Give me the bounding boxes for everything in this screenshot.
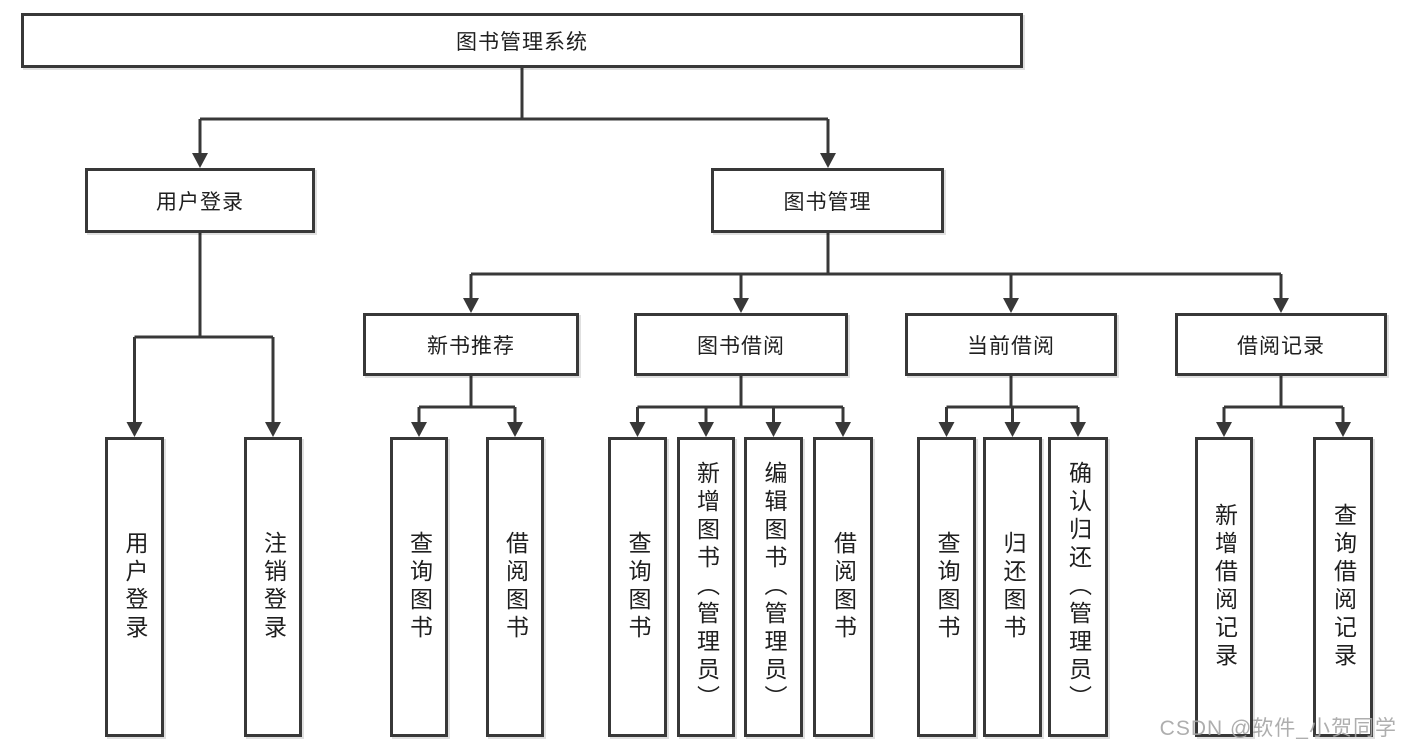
connector-borrow-to-leaves	[629, 376, 851, 437]
arrowhead-icon	[265, 422, 281, 437]
leaf-borrow-add-books-admin: 新增图书（管理员）	[677, 437, 735, 737]
leaf-current-return-books: 归还图书	[983, 437, 1042, 737]
arrowhead-icon	[835, 422, 851, 437]
arrowhead-icon	[765, 422, 782, 437]
arrowhead-icon	[698, 422, 714, 437]
arrowhead-icon	[1070, 422, 1086, 437]
leaf-newrec-query-books: 查询图书	[390, 437, 448, 737]
leaf-borrow-query-books: 查询图书	[608, 437, 667, 737]
leaf-borrow-edit-books-admin: 编辑图书（管理员）	[744, 437, 803, 737]
node-title: 图书管理系统	[21, 13, 1023, 68]
leaf-logout-login: 注销登录	[244, 437, 302, 737]
node-new-book-recommend: 新书推荐	[363, 313, 579, 376]
arrowhead-icon	[1004, 422, 1021, 437]
connector-root-to-level2	[192, 68, 836, 168]
arrowhead-icon	[411, 422, 427, 437]
arrowhead-icon	[192, 153, 208, 168]
connector-userlogin-to-leaves	[126, 233, 281, 437]
arrowhead-icon	[126, 422, 143, 437]
leaf-user-login: 用户登录	[105, 437, 164, 737]
csdn-watermark: CSDN @软件_小贺同学	[1159, 717, 1397, 740]
leaf-current-confirm-return-admin: 确认归还（管理员）	[1048, 437, 1108, 737]
arrowhead-icon	[1216, 422, 1232, 437]
node-book-management: 图书管理	[711, 168, 944, 233]
node-book-borrow: 图书借阅	[634, 313, 848, 376]
connector-record-to-leaves	[1216, 376, 1351, 437]
leaf-record-query-borrow-record: 查询借阅记录	[1313, 437, 1373, 737]
node-current-borrow: 当前借阅	[905, 313, 1117, 376]
leaf-current-query-books: 查询图书	[917, 437, 976, 737]
node-borrow-record: 借阅记录	[1175, 313, 1387, 376]
leaf-record-add-borrow-record: 新增借阅记录	[1195, 437, 1253, 737]
leaf-newrec-borrow-books: 借阅图书	[486, 437, 544, 737]
leaf-borrow-borrow-books: 借阅图书	[813, 437, 873, 737]
arrowhead-icon	[820, 153, 836, 168]
arrowhead-icon	[507, 422, 523, 437]
connector-current-to-leaves	[938, 376, 1086, 437]
arrowhead-icon	[938, 422, 955, 437]
arrowhead-icon	[733, 298, 749, 313]
arrowhead-icon	[1003, 298, 1019, 313]
arrowhead-icon	[1335, 422, 1351, 437]
arrowhead-icon	[629, 422, 646, 437]
node-user-login: 用户登录	[85, 168, 315, 233]
connector-bookmgmt-to-level3	[463, 233, 1289, 313]
arrowhead-icon	[1273, 298, 1289, 313]
arrowhead-icon	[463, 298, 479, 313]
connector-newbook-to-leaves	[411, 376, 523, 437]
